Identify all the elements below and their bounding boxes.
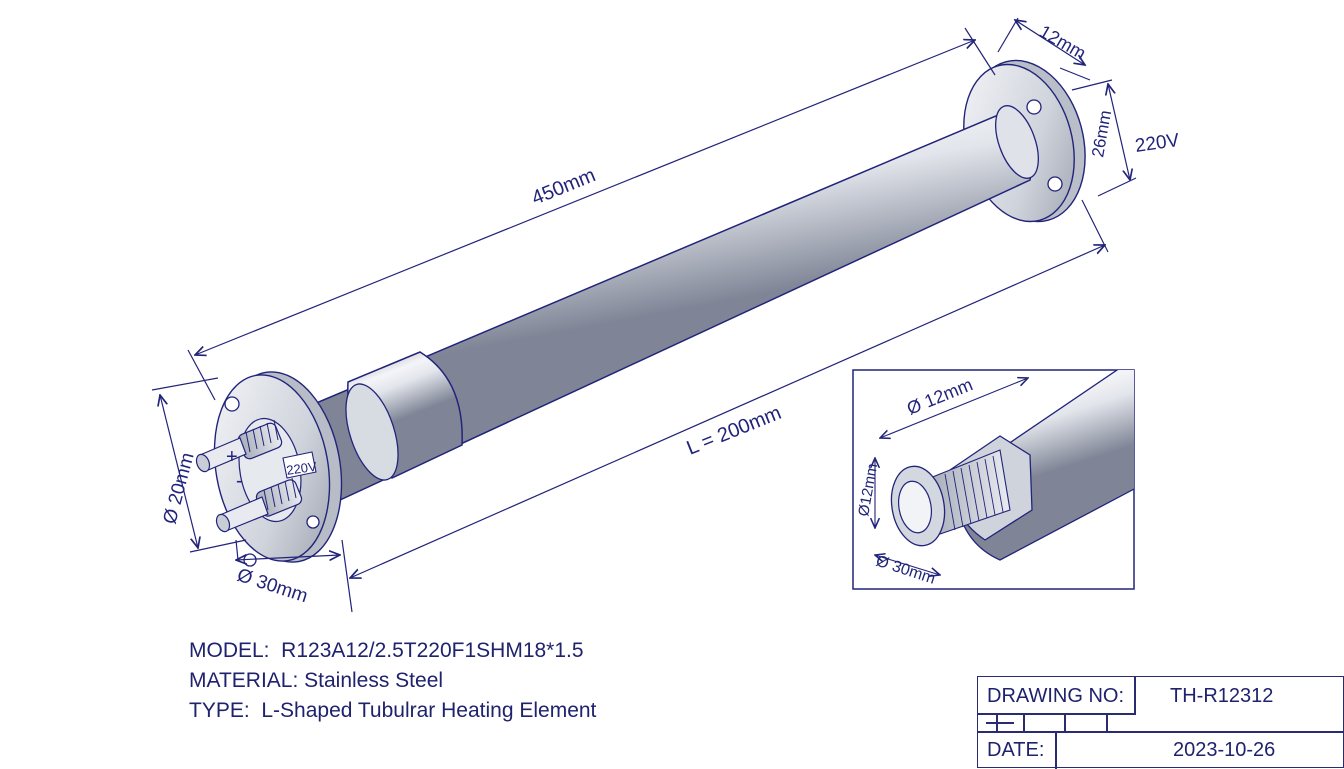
heated-length-dimension <box>341 199 1109 613</box>
date-label: DATE: <box>987 739 1045 761</box>
negative-mark: - <box>236 470 243 492</box>
positive-mark: + <box>226 446 238 468</box>
terminal-positive <box>195 419 283 473</box>
flange-thickness-label: 12mm <box>1036 21 1089 63</box>
detail-view: Ø 12mm Ø12mm Ø 30mm <box>852 369 1135 590</box>
overall-length-dimension <box>187 27 996 401</box>
material-spec: MATERIAL: Stainless Steel <box>189 669 444 692</box>
flange-diameter-label: Ø 30mm <box>234 565 310 607</box>
terminal-negative <box>215 477 303 533</box>
model-spec: MODEL: R123A12/2.5T220F1SHM18*1.5 <box>189 639 584 662</box>
drawing-no-value: TH-R12312 <box>1170 685 1274 707</box>
voltage-tag-label: 220V <box>285 459 317 478</box>
heated-length-label: L = 200mm <box>684 402 785 460</box>
type-spec: TYPE: L-Shaped Tubulrar Heating Element <box>189 699 597 722</box>
flange-height-dimension <box>1071 79 1137 197</box>
flange-height-label: 26mm <box>1088 109 1115 159</box>
voltage-side-label: 220V <box>1134 130 1181 157</box>
voltage-tag: 220V <box>282 451 318 479</box>
overall-length-label: 450mm <box>529 164 599 209</box>
date-value: 2023-10-26 <box>1173 739 1276 761</box>
drawing-no-label: DRAWING NO: <box>987 685 1125 707</box>
title-block: DRAWING NO: TH-R12312 DATE: 2023-10-26 <box>977 676 1344 769</box>
flange-diameter-dimension <box>236 539 340 560</box>
tube-diameter-label: Ø 20mm <box>160 450 199 526</box>
flange-thickness-dimension <box>997 17 1091 81</box>
left-flange <box>213 371 343 567</box>
